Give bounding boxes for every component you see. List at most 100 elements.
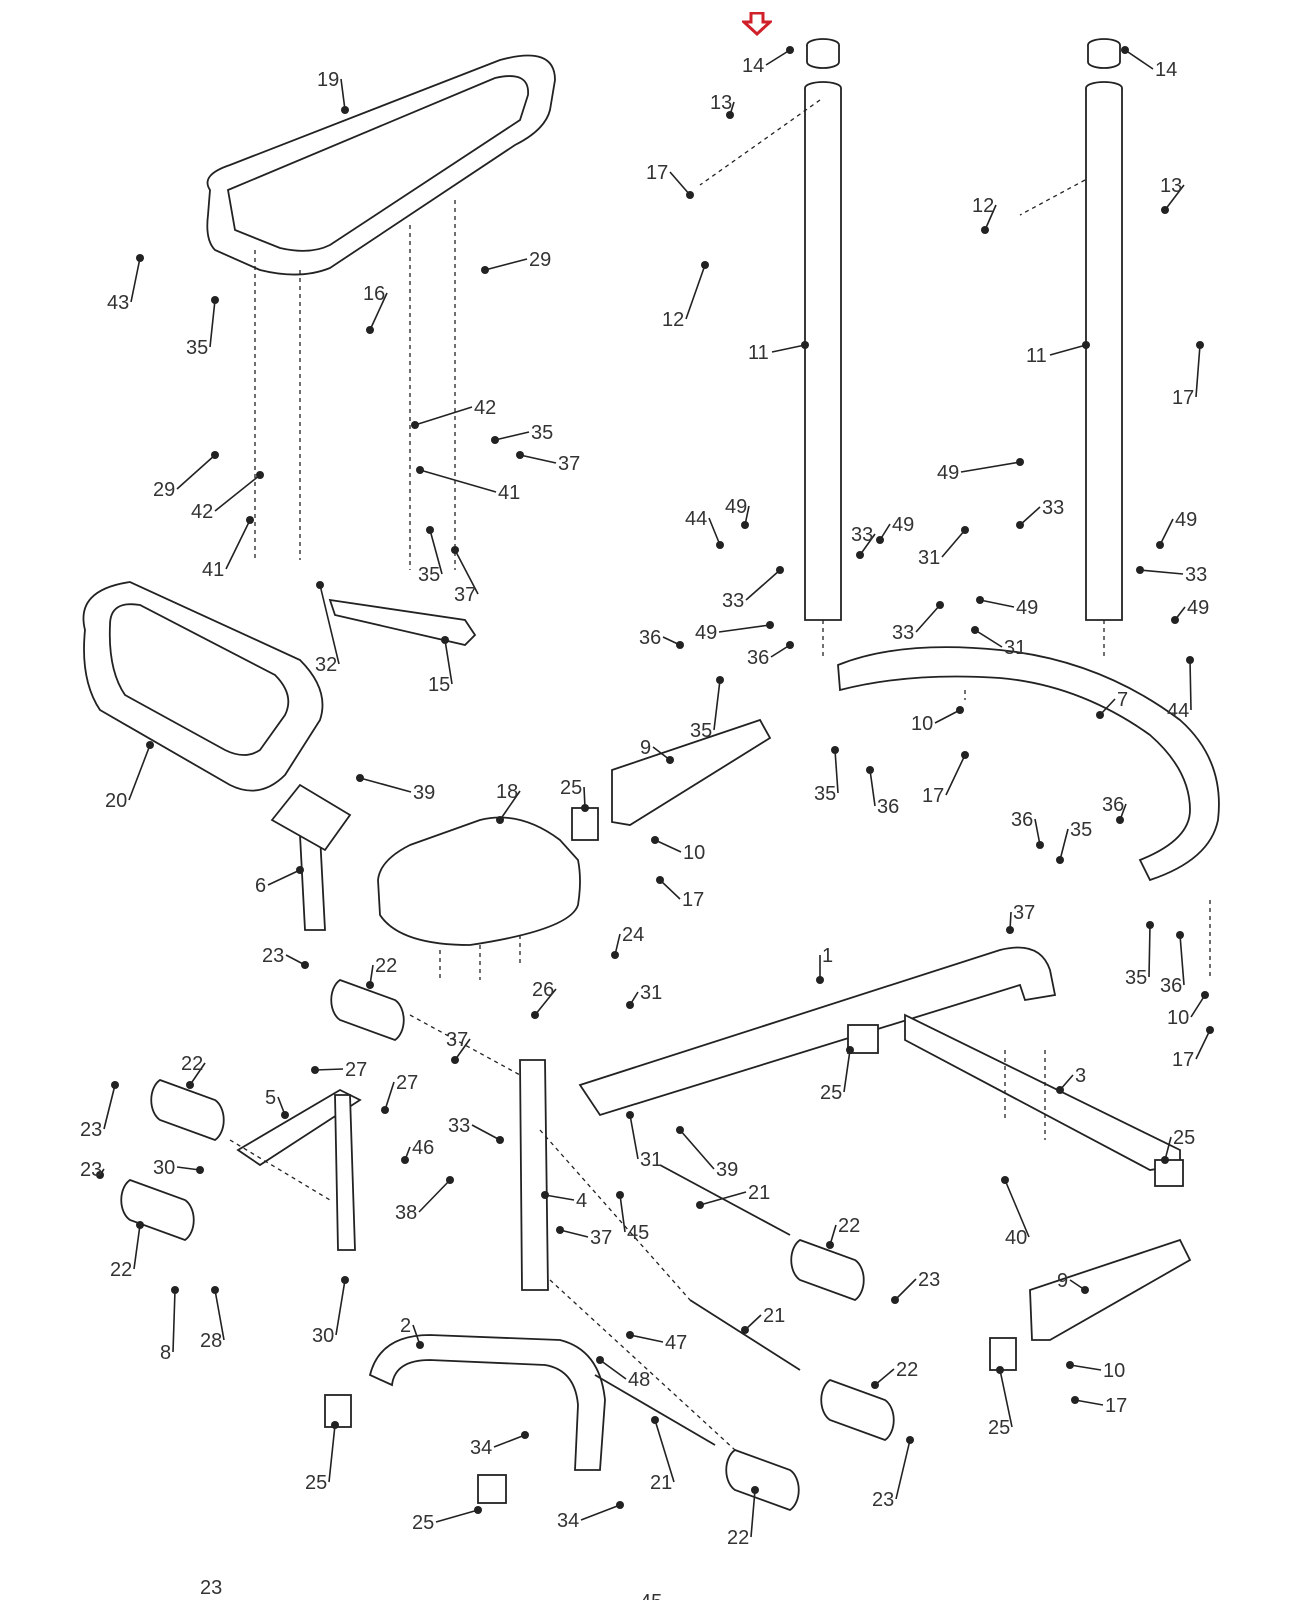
fastener-26	[531, 1011, 539, 1019]
leader-line-31	[974, 629, 1003, 648]
fastener-37	[516, 451, 524, 459]
part-label-8: 8	[160, 1342, 171, 1364]
part-label-38: 38	[395, 1202, 417, 1224]
part-label-47: 47	[665, 1332, 687, 1354]
rod-21a	[659, 1164, 791, 1236]
part-label-31: 31	[1004, 637, 1026, 659]
part-label-35: 35	[690, 720, 712, 742]
fastener-17	[1196, 341, 1204, 349]
parts-artwork	[82, 38, 1220, 1512]
leader-line-35	[1148, 924, 1151, 978]
part-label-17: 17	[1172, 387, 1194, 409]
fastener-28	[211, 1286, 219, 1294]
part-label-32: 32	[315, 654, 337, 676]
part-label-25: 25	[820, 1082, 842, 1104]
leader-line-32	[319, 584, 340, 665]
leader-line-49	[718, 624, 771, 633]
leader-line-41	[225, 519, 251, 570]
part-label-23: 23	[262, 945, 284, 967]
fastener-32	[316, 581, 324, 589]
leader-line-42	[414, 406, 473, 426]
leader-line-19	[340, 78, 346, 111]
leader-line-45	[619, 1194, 626, 1233]
fastener-35	[831, 746, 839, 754]
fastener-39	[676, 1126, 684, 1134]
fastener-13	[726, 111, 734, 119]
leader-line-17	[1195, 344, 1201, 398]
leader-line-39	[679, 1129, 715, 1170]
fastener-36	[866, 766, 874, 774]
fastener-15	[441, 636, 449, 644]
part-label-28: 28	[200, 1330, 222, 1352]
fastener-36	[1176, 931, 1184, 939]
part-label-25: 25	[1173, 1127, 1195, 1149]
part-label-6: 6	[255, 875, 266, 897]
fastener-34	[521, 1431, 529, 1439]
fastener-7	[1096, 711, 1104, 719]
part-label-12: 12	[972, 195, 994, 217]
part-label-37: 37	[1013, 902, 1035, 924]
part-label-22: 22	[110, 1259, 132, 1281]
fastener-49	[766, 621, 774, 629]
fastener-5	[281, 1111, 289, 1119]
leader-line-31	[941, 529, 966, 558]
leader-line-4	[544, 1194, 575, 1201]
part-label-31: 31	[640, 1149, 662, 1171]
part-label-5: 5	[265, 1087, 276, 1109]
part-label-30: 30	[312, 1325, 334, 1347]
part-label-33: 33	[851, 524, 873, 546]
leader-line-17	[669, 171, 691, 196]
part-label-41: 41	[498, 482, 520, 504]
part-label-33: 33	[722, 590, 744, 612]
arm-5	[236, 1088, 362, 1167]
leader-line-25	[843, 1049, 851, 1093]
fastener-13	[1161, 206, 1169, 214]
fastener-31	[626, 1111, 634, 1119]
fastener-49	[876, 536, 884, 544]
part-label-22: 22	[181, 1053, 203, 1075]
part-label-33: 33	[448, 1115, 470, 1137]
fastener-21	[741, 1326, 749, 1334]
part-label-39: 39	[716, 1159, 738, 1181]
part-label-22: 22	[838, 1215, 860, 1237]
leader-line-33	[1019, 506, 1041, 526]
fastener-48	[596, 1356, 604, 1364]
fastener-14	[1121, 46, 1129, 54]
fastener-31	[626, 1001, 634, 1009]
fastener-37	[1006, 926, 1014, 934]
fastener-29	[481, 266, 489, 274]
part-label-23: 23	[918, 1269, 940, 1291]
part-label-49: 49	[1175, 509, 1197, 531]
part-label-17: 17	[1105, 1395, 1127, 1417]
upright-left	[804, 38, 842, 621]
part-label-42: 42	[474, 397, 496, 419]
part-label-29: 29	[153, 479, 175, 501]
fastener-35	[1146, 921, 1154, 929]
part-label-10: 10	[1167, 1007, 1189, 1029]
leader-line-23	[103, 1084, 116, 1130]
part-label-11: 11	[1026, 345, 1047, 367]
part-label-1: 1	[822, 945, 833, 967]
fastener-37	[556, 1226, 564, 1234]
fastener-22	[136, 1221, 144, 1229]
fastener-22	[186, 1081, 194, 1089]
part-label-49: 49	[695, 622, 717, 644]
part-label-37: 37	[558, 453, 580, 475]
part-label-35: 35	[418, 564, 440, 586]
rollers	[120, 978, 895, 1512]
leader-line-49	[1159, 518, 1174, 546]
leader-line-18	[499, 790, 521, 821]
leader-line-44	[1189, 659, 1192, 711]
fastener-3	[1056, 1086, 1064, 1094]
part-label-23: 23	[80, 1159, 102, 1181]
fastener-42	[411, 421, 419, 429]
tube-9a	[611, 718, 772, 826]
fastener-35	[426, 526, 434, 534]
part-label-23: 23	[80, 1119, 102, 1141]
fastener-11	[801, 341, 809, 349]
post-4	[519, 1059, 549, 1291]
fastener-33	[1016, 521, 1024, 529]
leader-line-48	[599, 1359, 627, 1380]
part-label-27: 27	[345, 1059, 367, 1081]
